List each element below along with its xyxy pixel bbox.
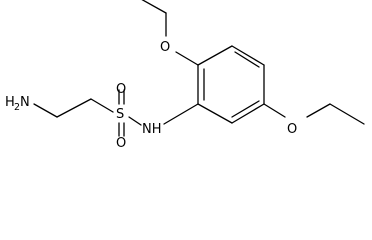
top-ethoxy-group — [141, 0, 199, 66]
bond-n-c1 — [33, 103, 58, 118]
bond-c2-s — [90, 98, 114, 113]
ring-bond-6 — [197, 103, 233, 124]
sulfonyl-oxygen-top-label: O — [116, 82, 126, 97]
ring-bond-2 — [197, 45, 233, 66]
bond-c1-c2 — [56, 98, 92, 118]
amine-n-label: N — [20, 95, 30, 110]
ether-oxygen-right-label: O — [287, 122, 297, 137]
bond-s-n — [128, 116, 142, 126]
nh-label: NH — [142, 122, 162, 137]
structure-diagram: H 2 N S O O NH O O — [5, 0, 365, 151]
amine-h-label: H — [5, 95, 15, 110]
ring-bond-5 — [231, 103, 265, 124]
sulfur-label: S — [116, 107, 124, 122]
bond-o-ch2-right — [306, 103, 331, 118]
bond-n-ring — [163, 103, 199, 125]
sulfonyl-group — [118, 89, 142, 137]
bond-ch2-ch3-top — [141, 0, 167, 14]
ring-double-3 — [231, 100, 260, 118]
ring-bond-3 — [231, 45, 265, 66]
benzene-ring — [197, 45, 265, 124]
sulfonyl-oxygen-bottom-label: O — [116, 136, 126, 151]
ether-oxygen-top-label: O — [160, 40, 170, 55]
bond-ring-o-top — [175, 51, 199, 66]
bond-ch2-ch3-right — [329, 103, 365, 125]
right-ethoxy-group — [263, 103, 365, 125]
amine-subscript-label: 2 — [14, 102, 20, 113]
ring-double-2 — [234, 51, 260, 68]
aminoethyl-chain — [33, 98, 114, 118]
bond-ring-o-right — [263, 103, 286, 118]
